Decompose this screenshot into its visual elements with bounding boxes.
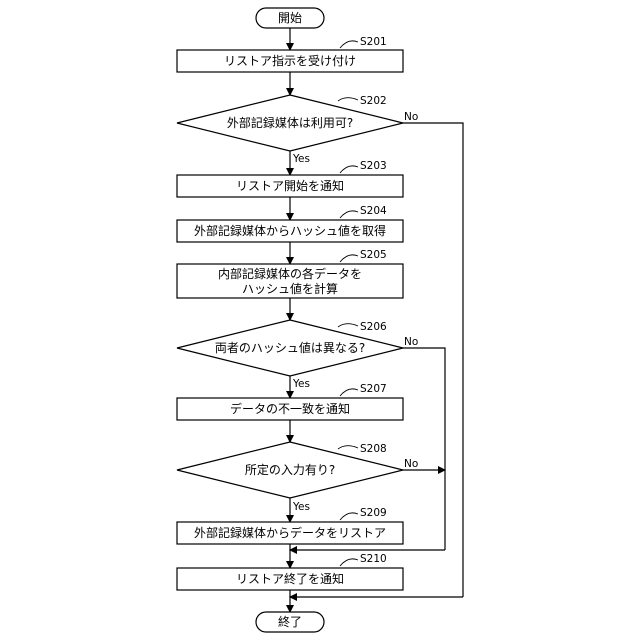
step-id-s206: S206: [360, 321, 387, 333]
leader-s203: [340, 166, 358, 173]
step-id-s203: S203: [360, 160, 387, 172]
leader-s208: [338, 446, 358, 449]
process-s205-label-line1: 内部記録媒体の各データを: [218, 266, 362, 281]
s202-no-label: No: [404, 111, 418, 123]
process-s201-label: リストア指示を受け付け: [224, 53, 356, 68]
leader-s206: [338, 324, 358, 327]
s202-no-path: [403, 123, 463, 597]
leader-s210: [340, 559, 358, 566]
s208-no-label: No: [404, 458, 418, 470]
step-id-s205: S205: [360, 249, 387, 261]
leader-s209: [340, 513, 358, 520]
s208-yes-label: Yes: [292, 501, 310, 513]
leader-s204: [340, 211, 358, 218]
start-label: 開始: [278, 11, 302, 25]
leader-s205: [340, 255, 358, 262]
process-s207-label: データの不一致を通知: [230, 401, 350, 416]
step-id-s202: S202: [360, 95, 387, 107]
step-id-s209: S209: [360, 507, 387, 519]
process-s204-label: 外部記録媒体からハッシュ値を取得: [194, 223, 386, 238]
process-s205-label-line2: ハッシュ値を計算: [242, 281, 338, 296]
s206-no-label: No: [404, 336, 418, 348]
leader-s202: [338, 98, 358, 101]
process-s209-label: 外部記録媒体からデータをリストア: [194, 525, 386, 540]
decision-s202-label: 外部記録媒体は利用可?: [227, 115, 353, 130]
process-s210-label: リストア終了を通知: [236, 571, 344, 586]
leader-s207: [340, 389, 358, 396]
s202-yes-label: Yes: [292, 153, 310, 165]
leader-s201: [340, 41, 358, 48]
step-id-s204: S204: [360, 205, 387, 217]
step-id-s210: S210: [360, 553, 387, 565]
s206-no-path: [403, 348, 445, 550]
s206-yes-label: Yes: [292, 378, 310, 390]
end-label: 終了: [278, 614, 302, 629]
step-id-s208: S208: [360, 443, 387, 455]
process-s203-label: リストア開始を通知: [236, 179, 344, 193]
step-id-s207: S207: [360, 383, 387, 395]
step-id-s201: S201: [360, 36, 387, 48]
decision-s208-label: 所定の入力有り?: [245, 462, 335, 477]
decision-s206-label: 両者のハッシュ値は異なる?: [215, 340, 365, 355]
